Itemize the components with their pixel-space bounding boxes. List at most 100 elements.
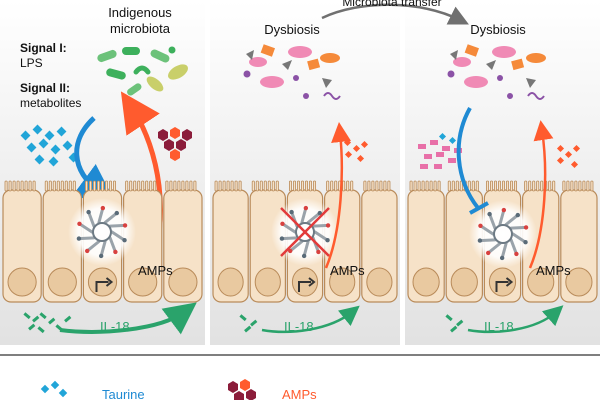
microvillus: [330, 180, 334, 192]
panel2-il18-label: IL-18: [284, 319, 314, 334]
panel3-il18-cluster-icon: [445, 314, 464, 333]
microvillus: [68, 180, 72, 192]
microvillus: [296, 180, 300, 192]
inflammasome-spoke: [504, 213, 520, 226]
microvillus: [524, 180, 528, 192]
inflammasome-node: [303, 205, 309, 211]
inflammasome-glow: [469, 200, 537, 268]
inflammasome-node: [289, 209, 294, 215]
legend: Taurine AMPs: [40, 379, 317, 400]
panel3: Dysbiosis: [418, 22, 581, 334]
inflammasome-spoke: [77, 236, 96, 241]
microvillus: [173, 180, 177, 192]
signal2-title: Signal II:: [20, 81, 70, 95]
inflammasome-node: [122, 223, 128, 228]
cell-nucleus: [366, 267, 393, 297]
microvillus: [271, 180, 275, 192]
microvillus: [485, 180, 489, 192]
panel3-amps-small-icon: [556, 144, 581, 169]
cell-nucleus: [128, 267, 158, 297]
microvillus: [433, 180, 437, 192]
inflammasome-node: [478, 223, 483, 228]
microvillus: [165, 180, 169, 192]
microvillus: [532, 180, 536, 192]
microvillus: [24, 180, 28, 192]
inflammasome-node: [325, 238, 330, 243]
inflammasome-spoke: [280, 236, 299, 241]
microvillus: [528, 180, 532, 192]
microvillus: [181, 180, 185, 192]
panel3-inhibition-arrow: [456, 107, 480, 210]
inflammasome-node: [499, 255, 505, 261]
microvillus: [28, 180, 32, 192]
panel3-taurine-pink-cluster-icon: [418, 132, 462, 169]
inflammasome-spoke: [85, 240, 101, 253]
inflammasome-node: [486, 250, 491, 256]
inflammasome-node: [523, 225, 529, 230]
microvillus: [379, 180, 383, 192]
inflammasome-spoke: [498, 208, 506, 226]
microvillus: [234, 180, 238, 192]
inflammasome-spoke: [97, 206, 105, 224]
microvillus: [489, 180, 493, 192]
microvillus: [16, 180, 20, 192]
microbiota-transfer-arrow: [321, 3, 469, 25]
microvillus: [189, 180, 193, 192]
microvillus: [421, 180, 425, 192]
inflammasome-spoke: [509, 238, 518, 256]
inflammasome-node: [523, 240, 528, 245]
panel2-il18-arrow: [261, 305, 360, 334]
microvillus: [12, 180, 16, 192]
microvillus: [226, 180, 230, 192]
inflammasome-node: [77, 221, 82, 226]
microvillus: [255, 180, 259, 192]
microvillus: [536, 180, 540, 192]
inflammasome-node: [325, 223, 331, 228]
microvillus: [514, 180, 518, 192]
microvillus: [4, 180, 8, 192]
panel1-amps-label: AMPs: [138, 263, 173, 278]
microvillus: [238, 180, 242, 192]
panel3-inflammasome-icon: [469, 200, 537, 268]
panel3-inhibition-bar: [469, 201, 489, 215]
signal1-text: LPS: [20, 56, 43, 70]
inflammasome-spoke: [288, 240, 304, 253]
inflammasome-spoke: [500, 242, 508, 260]
microvillus: [455, 180, 459, 192]
microvillus: [413, 180, 417, 192]
inflammasome-node: [515, 212, 520, 218]
microvillus: [586, 180, 590, 192]
microvillus: [371, 180, 375, 192]
microvillus: [185, 180, 189, 192]
inflammasome-spoke: [108, 223, 127, 228]
inflammasome-spoke: [478, 238, 497, 243]
inflammasome-node: [114, 210, 119, 216]
cell-nucleus: [412, 267, 440, 297]
gene-promoter-arrowhead: [105, 277, 114, 287]
microvillus: [326, 180, 330, 192]
gene-promoter-arrowhead: [308, 277, 316, 287]
il18-arrow-green: [59, 302, 197, 335]
inflammasome-node: [279, 236, 285, 241]
cell-nucleus: [329, 267, 356, 297]
inflammasome-core: [493, 224, 513, 244]
microvillus: [125, 180, 129, 192]
inflammasome-spoke: [300, 206, 308, 224]
microvillus: [85, 180, 89, 192]
inflammasome-spoke: [280, 222, 297, 234]
signal1-title: Signal I:: [20, 41, 67, 55]
inflammasome-node: [316, 249, 321, 255]
microvillus: [346, 180, 350, 192]
microvillus: [304, 180, 308, 192]
panel2-il18-cluster-icon: [239, 314, 258, 333]
microvillus: [590, 180, 594, 192]
inflammasome-spoke: [478, 224, 495, 236]
microvillus: [60, 180, 64, 192]
microvillus: [363, 180, 367, 192]
inflammasome-core: [295, 222, 315, 242]
panel3-il18-label: IL-18: [484, 319, 514, 334]
microvillus: [334, 180, 338, 192]
inflammasome-node: [487, 211, 492, 217]
microvillus: [64, 180, 68, 192]
microvillus: [509, 180, 513, 192]
